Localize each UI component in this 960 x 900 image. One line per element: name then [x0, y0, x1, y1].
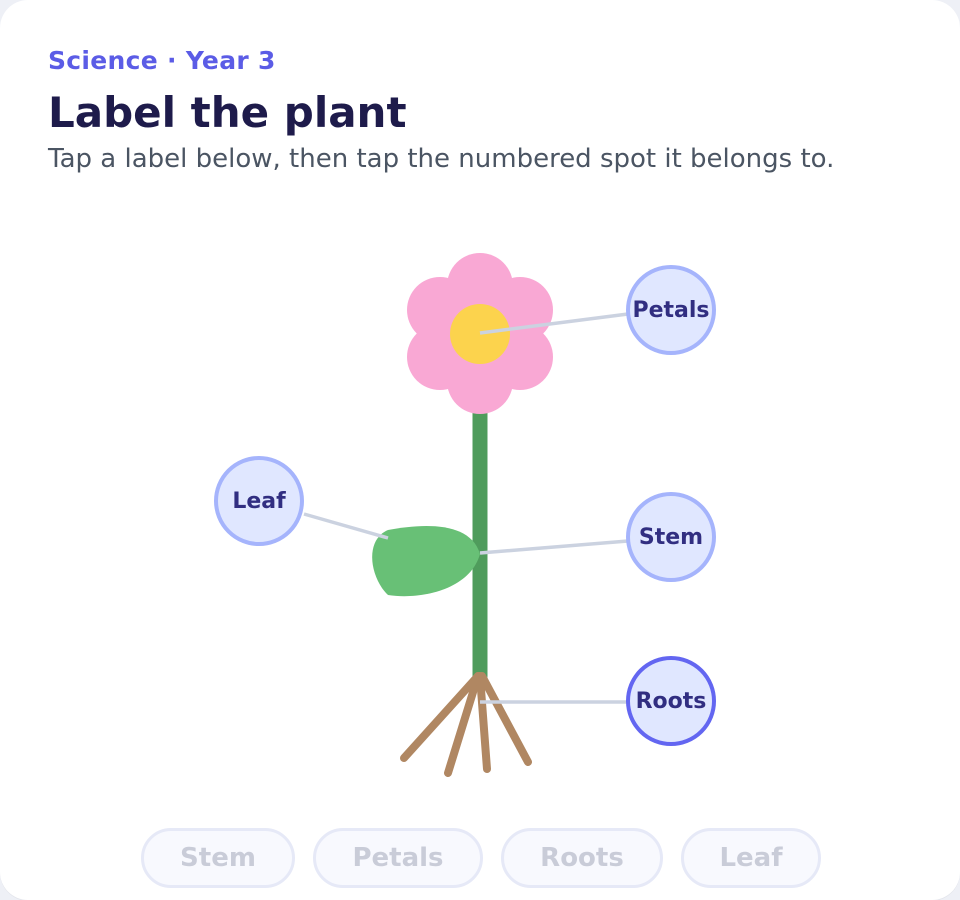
hotspot-roots[interactable]: Roots — [626, 656, 716, 746]
flower-center — [450, 304, 510, 364]
plant-diagram — [303, 253, 629, 777]
subject-eyebrow: Science · Year 3 — [48, 46, 276, 75]
hotspot-petals[interactable]: Petals — [626, 265, 716, 355]
label-tray: Stem Petals Roots Leaf — [0, 828, 960, 888]
hotspot-stem[interactable]: Stem — [626, 492, 716, 582]
label-chip-petals[interactable]: Petals — [313, 828, 483, 888]
instructions-text: Tap a label below, then tap the numbered… — [48, 144, 835, 174]
plant-leaf — [372, 525, 480, 597]
plant-roots — [400, 672, 532, 777]
leader-lines — [303, 312, 629, 704]
label-chip-roots[interactable]: Roots — [501, 828, 663, 888]
page-title: Label the plant — [48, 88, 407, 137]
hotspot-leaf[interactable]: Leaf — [214, 456, 304, 546]
label-chip-leaf[interactable]: Leaf — [681, 828, 821, 888]
label-chip-stem[interactable]: Stem — [141, 828, 295, 888]
